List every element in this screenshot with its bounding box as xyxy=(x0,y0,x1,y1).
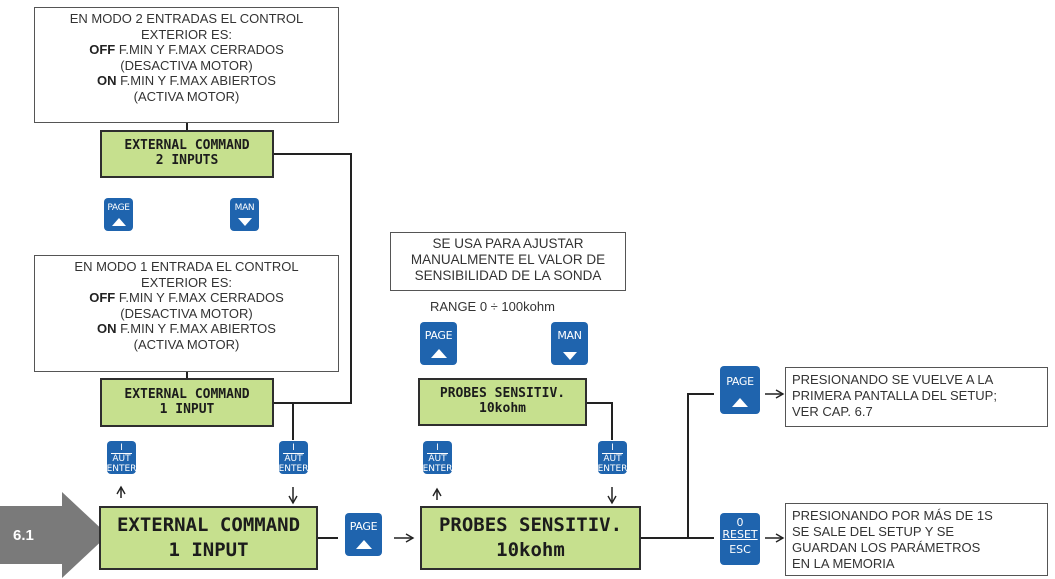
esc-label: ESC xyxy=(729,543,751,556)
on-key: ON xyxy=(97,73,117,88)
note-page-return: PRESIONANDO SE VUELVE A LA PRIMERA PANTA… xyxy=(785,367,1048,427)
lcd-line1: PROBES SENSITIV. xyxy=(439,386,566,402)
page-button[interactable]: PAGE xyxy=(104,198,133,231)
on-text: F.MIN Y F.MAX ABIERTOS xyxy=(116,73,276,88)
range-label: RANGE 0 ÷ 100kohm xyxy=(430,299,555,314)
note-line: (ACTIVA MOTOR) xyxy=(133,88,240,104)
lcd-probes-sensitivity: PROBES SENSITIV. 10kohm xyxy=(418,378,587,426)
lcd-line1: EXTERNAL COMMAND xyxy=(116,514,301,537)
note-sensitivity: SE USA PARA AJUSTAR MANUALMENTE EL VALOR… xyxy=(390,232,626,291)
note-line: EN MODO 1 ENTRADA EL CONTROL xyxy=(74,259,299,274)
lcd-probes-sensitivity-main: PROBES SENSITIV. 10kohm xyxy=(420,506,641,570)
note-line: MANUALMENTE EL VALOR DE xyxy=(410,252,606,267)
note-line: EXTERIOR ES: xyxy=(140,274,233,290)
reset-label: RESET xyxy=(722,528,758,541)
note-line: (DESACTIVA MOTOR) xyxy=(120,305,253,321)
aut-label: AUT xyxy=(112,454,131,464)
note-line: (DESACTIVA MOTOR) xyxy=(120,57,253,73)
man-button[interactable]: MAN xyxy=(230,198,259,231)
aut-top-label: I xyxy=(611,443,614,453)
lcd-line1: EXTERNAL COMMAND xyxy=(124,138,250,154)
arrow-down-icon xyxy=(562,352,577,360)
note-reset-exit: PRESIONANDO POR MÁS DE 1S SE SALE DEL SE… xyxy=(785,503,1048,576)
note-off-line: OFF F.MIN Y F.MAX CERRADOS xyxy=(41,42,332,58)
note-line: EN MODO 2 ENTRADAS EL CONTROL xyxy=(69,11,304,26)
on-key: ON xyxy=(97,321,117,336)
man-label: MAN xyxy=(557,329,582,342)
aut-top-label: I xyxy=(292,443,295,453)
aut-top-label: I xyxy=(436,443,439,453)
aut-enter-button[interactable]: I AUT ENTER xyxy=(598,441,627,474)
off-text: F.MIN Y F.MAX CERRADOS xyxy=(115,42,284,57)
note-line: EXTERIOR ES: xyxy=(140,26,233,42)
note-line: SENSIBILIDAD DE LA SONDA xyxy=(414,268,602,283)
lcd-line2: 10kohm xyxy=(479,401,526,416)
lcd-line2: 10kohm xyxy=(496,539,565,561)
note-line: PRIMERA PANTALLA DEL SETUP; xyxy=(792,388,997,403)
section-tab-arrow xyxy=(0,492,108,578)
page-button[interactable]: PAGE xyxy=(345,513,382,556)
lcd-line1: PROBES SENSITIV. xyxy=(438,514,623,537)
aut-enter-button[interactable]: I AUT ENTER xyxy=(423,441,452,474)
note-line: GUARDAN LOS PARÁMETROS xyxy=(792,540,981,555)
off-text: F.MIN Y F.MAX CERRADOS xyxy=(115,290,284,305)
enter-label: ENTER xyxy=(422,464,453,474)
man-label: MAN xyxy=(234,203,255,213)
note-on-line: ON F.MIN Y F.MAX ABIERTOS xyxy=(41,321,332,337)
off-key: OFF xyxy=(89,42,116,57)
section-number: 6.1 xyxy=(13,527,34,544)
lcd-line1: EXTERNAL COMMAND xyxy=(124,386,250,402)
note-line: EN LA MEMORIA xyxy=(792,556,895,571)
page-label: PAGE xyxy=(424,329,453,342)
aut-label: AUT xyxy=(284,454,303,464)
note-line: SE SALE DEL SETUP Y SE xyxy=(792,524,955,539)
note-line: VER CAP. 6.7 xyxy=(792,404,873,419)
man-button[interactable]: MAN xyxy=(551,322,588,365)
arrow-up-icon xyxy=(430,349,447,358)
page-label: PAGE xyxy=(349,520,378,533)
reset-top-label: 0 xyxy=(736,516,744,529)
note-on-line: ON F.MIN Y F.MAX ABIERTOS xyxy=(41,73,332,89)
page-label: PAGE xyxy=(726,375,754,388)
off-key: OFF xyxy=(89,290,116,305)
note-line: SE USA PARA AJUSTAR xyxy=(432,236,584,251)
enter-label: ENTER xyxy=(106,464,137,474)
lcd-line2: 1 INPUT xyxy=(168,539,249,561)
lcd-line2: 1 INPUT xyxy=(159,401,215,417)
note-line: PRESIONANDO POR MÁS DE 1S xyxy=(792,508,993,523)
page-label: PAGE xyxy=(107,203,130,213)
lcd-external-command-2-inputs: EXTERNAL COMMAND 2 INPUTS xyxy=(100,130,274,178)
page-button[interactable]: PAGE xyxy=(420,322,457,365)
lcd-external-command-main: EXTERNAL COMMAND 1 INPUT xyxy=(99,506,318,570)
lcd-external-command-1-input: EXTERNAL COMMAND 1 INPUT xyxy=(100,378,274,427)
reset-esc-button[interactable]: 0 RESET ESC xyxy=(720,513,760,565)
aut-label: AUT xyxy=(428,454,447,464)
note-two-inputs: EN MODO 2 ENTRADAS EL CONTROL EXTERIOR E… xyxy=(34,7,339,123)
aut-label: AUT xyxy=(603,454,622,464)
page-button[interactable]: PAGE xyxy=(720,366,760,414)
aut-enter-button[interactable]: I AUT ENTER xyxy=(279,441,308,474)
note-line: (ACTIVA MOTOR) xyxy=(133,336,240,352)
note-line: PRESIONANDO SE VUELVE A LA xyxy=(792,372,994,387)
arrow-down-icon xyxy=(237,218,252,226)
aut-top-label: I xyxy=(120,443,123,453)
enter-label: ENTER xyxy=(597,464,628,474)
aut-enter-button[interactable]: I AUT ENTER xyxy=(107,441,136,474)
note-one-input: EN MODO 1 ENTRADA EL CONTROL EXTERIOR ES… xyxy=(34,255,339,372)
lcd-line2: 2 INPUTS xyxy=(155,153,219,168)
enter-label: ENTER xyxy=(278,464,309,474)
note-off-line: OFF F.MIN Y F.MAX CERRADOS xyxy=(41,290,332,306)
arrow-up-icon xyxy=(732,398,748,407)
on-text: F.MIN Y F.MAX ABIERTOS xyxy=(116,321,276,336)
arrow-up-icon xyxy=(111,218,126,226)
arrow-up-icon xyxy=(355,540,372,549)
